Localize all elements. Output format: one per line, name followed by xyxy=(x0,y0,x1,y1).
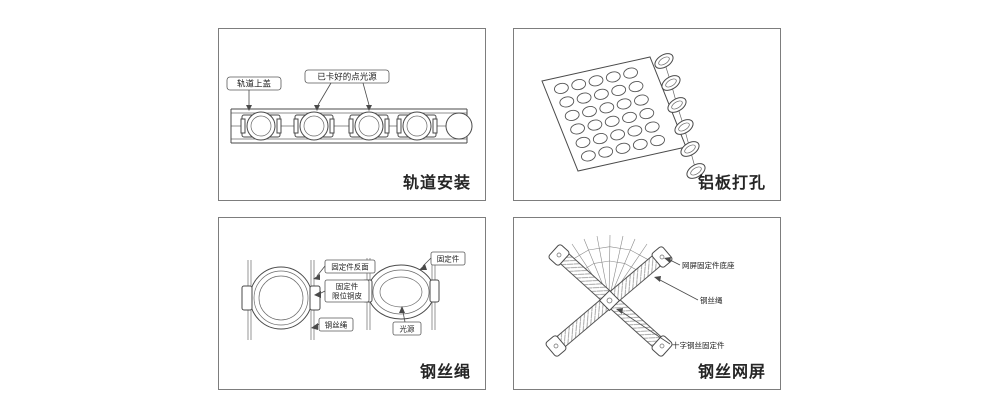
callout-fixture-limit: 固定件 限位铜皮 xyxy=(314,279,370,303)
label-cross-wire-fixture: 十字钢丝固定件 xyxy=(672,340,725,350)
callout-fixture: 固定件 xyxy=(419,251,466,270)
track-illustration: 轨道上盖 已卡好的点光源 xyxy=(226,69,473,144)
empty-track-hole xyxy=(445,112,473,140)
plate-illustration xyxy=(541,53,706,179)
left-ring-assembly xyxy=(241,260,321,340)
panel-title-track-installation: 轨道安装 xyxy=(402,173,471,192)
panel-steel-wire-rope: 固定件反面 固定件 固定件 限位铜皮 钢丝绳 xyxy=(218,217,486,390)
callout-fixture-back: 固定件反面 xyxy=(313,259,376,280)
panel-track-installation: 轨道上盖 已卡好的点光源 轨道安装 xyxy=(218,28,486,201)
callout-wire-rope: 钢丝绳 xyxy=(311,317,354,332)
panel-aluminum-plate-drilling: 铝板打孔 xyxy=(513,28,781,201)
panel-steel-wire-mesh-screen: 网屏固定件底座 钢丝绳 十字钢丝固定件 钢丝网屏 xyxy=(513,217,781,390)
callout-cross-wire-fixture: 十字钢丝固定件 xyxy=(616,308,725,350)
callout-clipped-lights: 已卡好的点光源 xyxy=(304,69,390,111)
fixtures xyxy=(545,244,673,357)
light-chain xyxy=(654,53,706,179)
label-mesh-fixture-base: 网屏固定件底座 xyxy=(682,260,735,270)
label-clipped-lights: 已卡好的点光源 xyxy=(317,72,377,83)
label-fixture-back: 固定件反面 xyxy=(331,262,369,272)
callout-track-cover: 轨道上盖 xyxy=(226,76,282,111)
callout-mesh-fixture-base: 网屏固定件底座 xyxy=(664,257,735,270)
label-fixture: 固定件 xyxy=(437,254,460,264)
label-light-source: 光源 xyxy=(400,324,415,334)
panel-title-steel-wire-mesh-screen: 钢丝网屏 xyxy=(697,362,766,381)
point-light-modules xyxy=(240,111,473,141)
callout-light-source: 光源 xyxy=(392,306,422,336)
plate-holes xyxy=(554,67,665,162)
callout-wire-rope: 钢丝绳 xyxy=(654,276,723,305)
cross-center-fixture xyxy=(598,289,621,312)
label-wire-rope: 钢丝绳 xyxy=(325,320,348,330)
label-wire-rope-mesh: 钢丝绳 xyxy=(700,295,723,305)
mesh-screen-illustration: 网屏固定件底座 钢丝绳 十字钢丝固定件 xyxy=(545,234,735,357)
label-track-cover: 轨道上盖 xyxy=(237,79,272,90)
wire-rope-illustration: 固定件反面 固定件 固定件 限位铜皮 钢丝绳 xyxy=(241,251,466,340)
panel-title-steel-wire-rope: 钢丝绳 xyxy=(419,362,471,381)
label-fixture-limit-line1: 固定件 xyxy=(336,281,359,291)
label-fixture-limit-line2: 限位铜皮 xyxy=(332,291,362,301)
panel-title-aluminum-plate-drilling: 铝板打孔 xyxy=(697,173,766,192)
